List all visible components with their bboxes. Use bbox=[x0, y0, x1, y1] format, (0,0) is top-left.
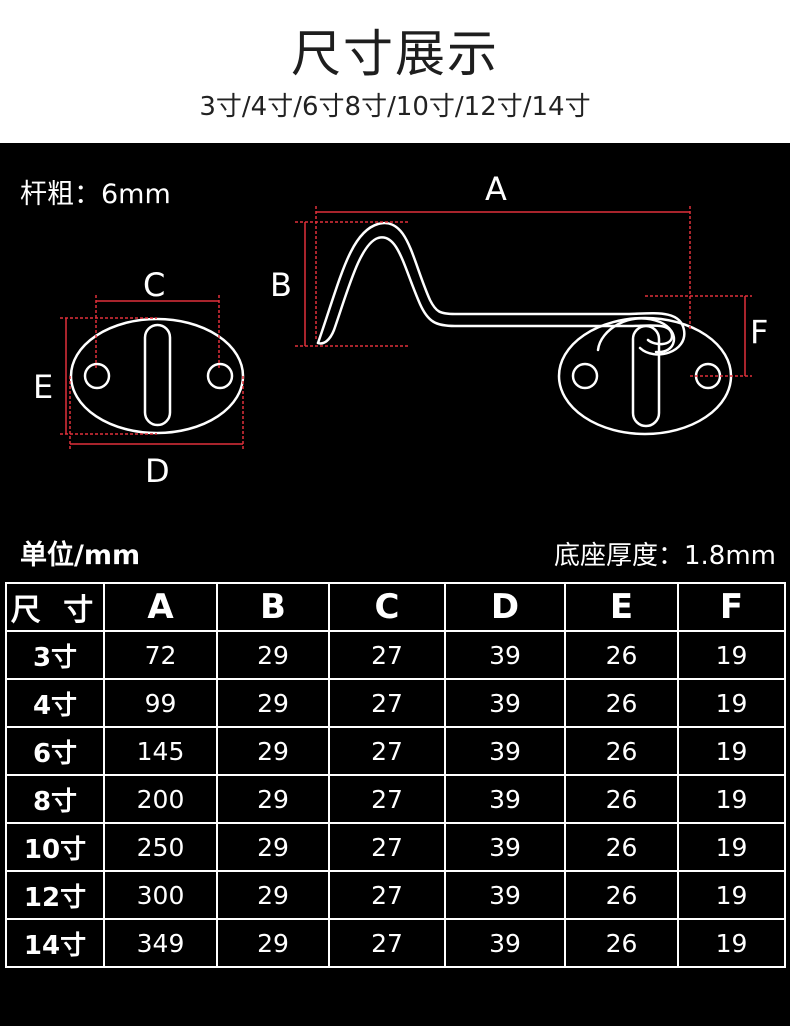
table-cell: 19 bbox=[677, 870, 786, 920]
base-plate-slot bbox=[143, 323, 172, 427]
base-plate-hole-right bbox=[206, 362, 234, 390]
table-cell: 99 bbox=[103, 678, 218, 728]
label-e: E bbox=[33, 368, 53, 406]
size-cell: 4寸 bbox=[5, 678, 105, 728]
table-cell: 27 bbox=[328, 870, 446, 920]
table-cell: 200 bbox=[103, 774, 218, 824]
table-cell: 39 bbox=[444, 870, 566, 920]
base-plate-dimensions bbox=[60, 295, 244, 450]
table-cell: 39 bbox=[444, 630, 566, 680]
table-row: 10寸 250 29 27 39 26 19 bbox=[5, 822, 786, 872]
table-cell: 26 bbox=[564, 918, 679, 968]
base-plate-hole-left bbox=[83, 362, 111, 390]
table-cell: 27 bbox=[328, 630, 446, 680]
table-cell: 39 bbox=[444, 918, 566, 968]
hook-base-hole-left bbox=[571, 362, 599, 390]
table-cell: 145 bbox=[103, 726, 218, 776]
table-row: 14寸 349 29 27 39 26 19 bbox=[5, 918, 786, 968]
label-b: B bbox=[270, 266, 292, 304]
size-cell: 6寸 bbox=[5, 726, 105, 776]
table-cell: 300 bbox=[103, 870, 218, 920]
table-row: 6寸 145 29 27 39 26 19 bbox=[5, 726, 786, 776]
table-cell: 39 bbox=[444, 726, 566, 776]
unit-label: 单位/mm bbox=[20, 540, 141, 571]
table-cell: 29 bbox=[216, 918, 330, 968]
table-cell: 29 bbox=[216, 678, 330, 728]
table-cell: 29 bbox=[216, 870, 330, 920]
table-cell: 19 bbox=[677, 678, 786, 728]
column-header: 尺 寸 bbox=[5, 582, 105, 632]
label-c: C bbox=[143, 266, 165, 304]
table-cell: 26 bbox=[564, 870, 679, 920]
size-cell: 10寸 bbox=[5, 822, 105, 872]
table-cell: 27 bbox=[328, 726, 446, 776]
column-header: D bbox=[444, 582, 566, 632]
table-row: 3寸 72 29 27 39 26 19 bbox=[5, 630, 786, 680]
column-header: E bbox=[564, 582, 679, 632]
table-cell: 26 bbox=[564, 822, 679, 872]
table-cell: 250 bbox=[103, 822, 218, 872]
table-cell: 19 bbox=[677, 822, 786, 872]
table-cell: 39 bbox=[444, 774, 566, 824]
table-cell: 26 bbox=[564, 630, 679, 680]
base-thickness-label: 底座厚度：1.8mm bbox=[553, 541, 776, 571]
table-cell: 19 bbox=[677, 918, 786, 968]
page-title: 尺寸展示 bbox=[291, 25, 499, 83]
table-cell: 29 bbox=[216, 822, 330, 872]
table-row: 8寸 200 29 27 39 26 19 bbox=[5, 774, 786, 824]
label-d: D bbox=[145, 452, 170, 490]
table-cell: 27 bbox=[328, 918, 446, 968]
table-cell: 26 bbox=[564, 774, 679, 824]
table-cell: 29 bbox=[216, 630, 330, 680]
table-cell: 72 bbox=[103, 630, 218, 680]
hook-dimensions bbox=[295, 206, 752, 377]
column-header: A bbox=[103, 582, 218, 632]
table-row: 4寸 99 29 27 39 26 19 bbox=[5, 678, 786, 728]
table-cell: 19 bbox=[677, 726, 786, 776]
size-cell: 12寸 bbox=[5, 870, 105, 920]
page-header: 尺寸展示 3寸/4寸/6寸8寸/10寸/12寸/14寸 bbox=[0, 0, 790, 143]
label-a: A bbox=[485, 170, 507, 208]
base-plate-outline bbox=[69, 317, 245, 435]
table-header-row: 尺 寸 A B C D E F bbox=[5, 582, 786, 632]
table-cell: 27 bbox=[328, 774, 446, 824]
table-cell: 29 bbox=[216, 726, 330, 776]
column-header: F bbox=[677, 582, 786, 632]
table-cell: 39 bbox=[444, 678, 566, 728]
table-cell: 27 bbox=[328, 822, 446, 872]
hook-dimension-diagram: C D E A B F bbox=[33, 170, 768, 490]
table-cell: 27 bbox=[328, 678, 446, 728]
table-cell: 39 bbox=[444, 822, 566, 872]
label-f: F bbox=[750, 313, 768, 351]
table-cell: 26 bbox=[564, 678, 679, 728]
size-spec-table: 尺 寸 A B C D E F 3寸 72 29 27 39 26 19 4寸 … bbox=[5, 582, 786, 968]
column-header: B bbox=[216, 582, 330, 632]
hook-drawing bbox=[316, 221, 733, 436]
table-row: 12寸 300 29 27 39 26 19 bbox=[5, 870, 786, 920]
size-cell: 14寸 bbox=[5, 918, 105, 968]
table-cell: 349 bbox=[103, 918, 218, 968]
base-plate-drawing bbox=[69, 317, 245, 435]
size-list-subtitle: 3寸/4寸/6寸8寸/10寸/12寸/14寸 bbox=[199, 92, 591, 122]
column-header: C bbox=[328, 582, 446, 632]
table-cell: 26 bbox=[564, 726, 679, 776]
table-cell: 29 bbox=[216, 774, 330, 824]
size-cell: 3寸 bbox=[5, 630, 105, 680]
hook-base-slot bbox=[631, 324, 661, 428]
size-cell: 8寸 bbox=[5, 774, 105, 824]
table-cell: 19 bbox=[677, 630, 786, 680]
table-cell: 19 bbox=[677, 774, 786, 824]
rod-thickness-label: 杆粗：6mm bbox=[20, 179, 171, 210]
